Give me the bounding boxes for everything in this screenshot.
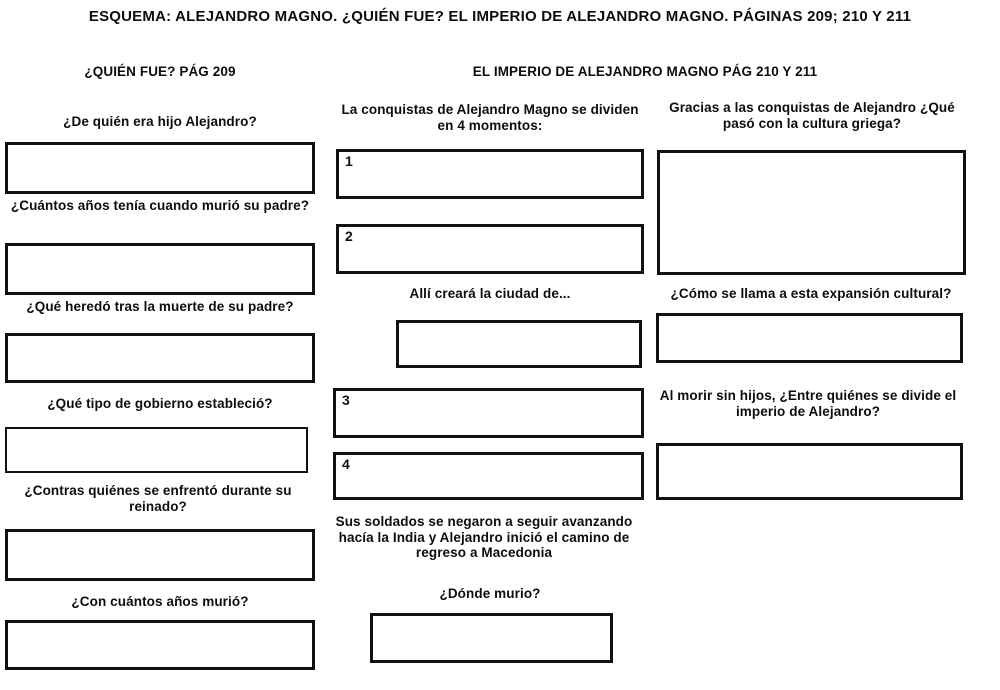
left-answer-box-6[interactable] [5, 620, 315, 670]
left-question-1-label: ¿De quién era hijo Alejandro? [63, 114, 257, 129]
death-place-answer-box[interactable] [370, 613, 613, 663]
middle-intro-label: La conquistas de Alejandro Magno se divi… [341, 102, 639, 133]
moment-box-4-number: 4 [342, 456, 350, 472]
moment-box-4[interactable]: 4 [333, 452, 644, 500]
moment-box-2[interactable]: 2 [336, 224, 644, 274]
moment-box-3-number: 3 [342, 392, 350, 408]
left-question-4-label: ¿Qué tipo de gobierno estableció? [47, 396, 273, 411]
right-column-header: EL IMPERIO DE ALEJANDRO MAGNO PÁG 210 Y … [472, 64, 818, 79]
page-title: ESQUEMA: ALEJANDRO MAGNO. ¿QUIÉN FUE? EL… [88, 8, 912, 25]
moment-box-1-number: 1 [345, 153, 353, 169]
left-question-5-label: ¿Contras quiénes se enfrentó durante su … [24, 483, 292, 514]
death-place-label: ¿Dónde murio? [439, 586, 541, 601]
left-answer-box-4[interactable] [5, 427, 308, 473]
moment-box-2-number: 2 [345, 228, 353, 244]
right-question-1-label: Gracias a las conquistas de Alejandro ¿Q… [669, 100, 955, 131]
left-answer-box-5[interactable] [5, 529, 315, 581]
moment-box-3[interactable]: 3 [333, 388, 644, 438]
city-prompt-label: Allí creará la ciudad de... [409, 286, 571, 301]
right-answer-box-1[interactable] [657, 150, 966, 275]
left-question-2-label: ¿Cuántos años tenía cuando murió su padr… [10, 198, 310, 213]
city-answer-box[interactable] [396, 320, 642, 368]
left-answer-box-2[interactable] [5, 243, 315, 295]
left-answer-box-3[interactable] [5, 333, 315, 383]
left-question-3-label: ¿Qué heredó tras la muerte de su padre? [26, 299, 294, 314]
left-column-header: ¿QUIÉN FUE? PÁG 209 [84, 64, 236, 79]
right-question-2-label: ¿Cómo se llama a esta expansión cultural… [670, 286, 952, 301]
middle-note-label: Sus soldados se negaron a seguir avanzan… [335, 514, 633, 561]
right-answer-box-2[interactable] [656, 313, 963, 363]
left-question-6-label: ¿Con cuántos años murió? [71, 594, 249, 609]
left-answer-box-1[interactable] [5, 142, 315, 194]
right-answer-box-3[interactable] [656, 443, 963, 500]
right-question-3-label: Al morir sin hijos, ¿Entre quiénes se di… [659, 388, 957, 419]
moment-box-1[interactable]: 1 [336, 149, 644, 199]
